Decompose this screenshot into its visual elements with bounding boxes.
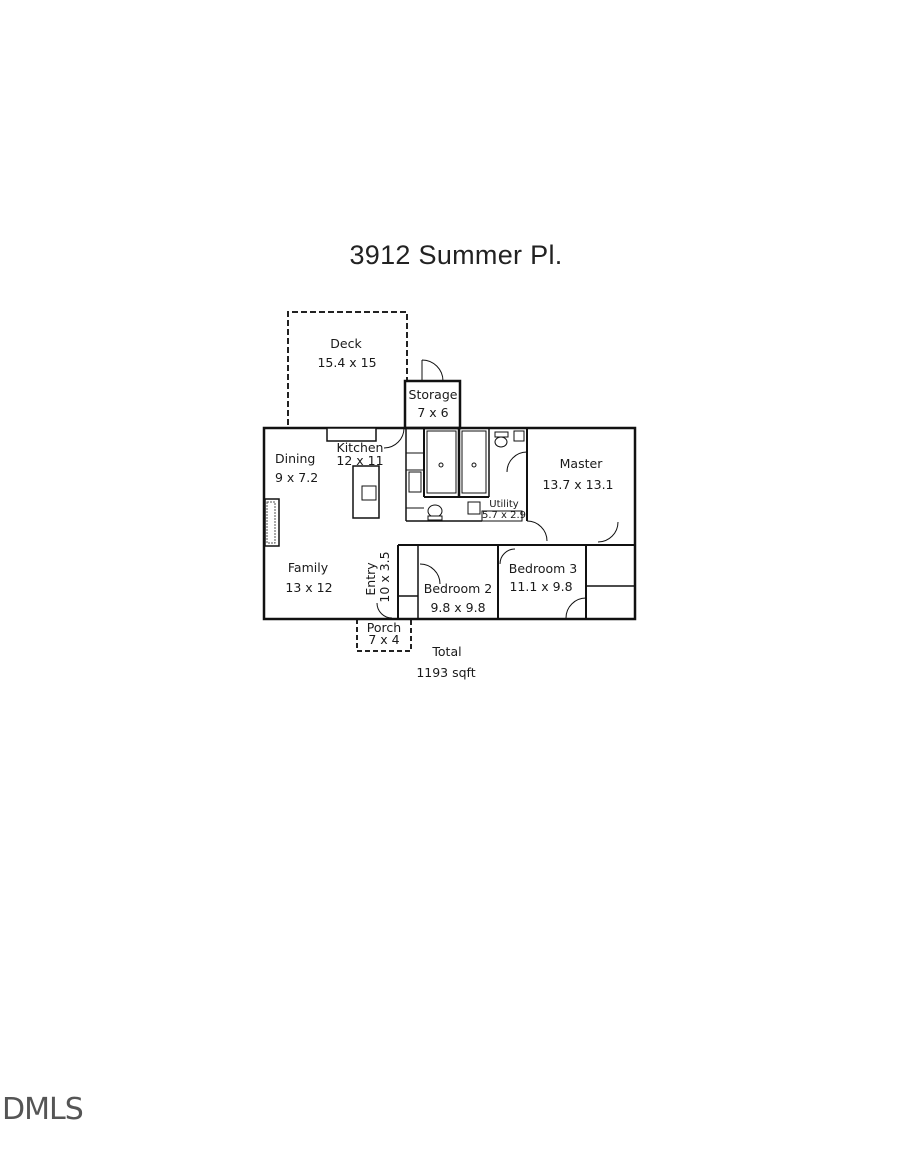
master-name: Master <box>560 456 604 471</box>
total-label: Total <box>431 644 461 659</box>
storage-name: Storage <box>409 387 458 402</box>
storage <box>403 379 462 430</box>
storage-dims: 7 x 6 <box>417 405 448 420</box>
bath-fixtures <box>426 430 525 522</box>
family-dims: 13 x 12 <box>285 580 332 595</box>
outer-wall <box>262 426 637 621</box>
kitchen-dims: 12 x 11 <box>336 453 383 468</box>
kitchen-fixtures <box>326 427 422 519</box>
utility-name: Utility <box>489 499 518 510</box>
dining-dims: 9 x 7.2 <box>275 470 318 485</box>
deck-name: Deck <box>330 336 362 351</box>
interior-walls <box>397 428 635 619</box>
family-name: Family <box>288 560 329 575</box>
deck <box>287 311 408 425</box>
bedroom3-name: Bedroom 3 <box>509 561 577 576</box>
porch-dims: 7 x 4 <box>368 632 399 647</box>
master-dims: 13.7 x 13.1 <box>542 477 613 492</box>
entry-dims: 10 x 3.5 <box>377 551 392 602</box>
porch <box>356 619 412 652</box>
door-swings <box>376 359 619 619</box>
bedroom2-name: Bedroom 2 <box>424 581 492 596</box>
dining-name: Dining <box>275 451 315 466</box>
bedroom3-dims: 11.1 x 9.8 <box>509 579 572 594</box>
total-value: 1193 sqft <box>416 665 475 680</box>
watermark-logo: DMLS <box>2 1092 84 1127</box>
deck-dims: 15.4 x 15 <box>317 355 376 370</box>
kitchen-name: Kitchen <box>337 440 384 455</box>
porch-name: Porch <box>367 620 401 635</box>
plan-title: 3912 Summer Pl. <box>349 240 563 270</box>
utility-dims: 5.7 x 2.9 <box>482 510 526 521</box>
entry-name: Entry <box>363 562 378 596</box>
bedroom2-dims: 9.8 x 9.8 <box>430 600 485 615</box>
